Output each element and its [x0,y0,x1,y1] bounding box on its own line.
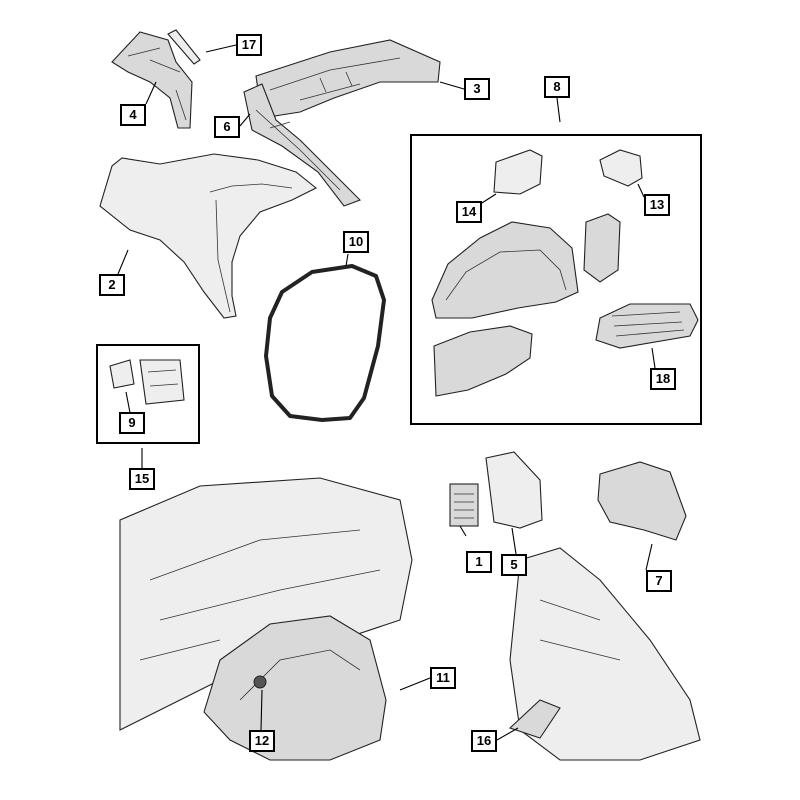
group-8-side-bracket [583,213,621,283]
part-13-clip [599,149,643,187]
callout-11[interactable]: 11 [430,667,456,689]
part-6-pillar-reinforcement [243,83,361,207]
callout-6[interactable]: 6 [214,116,240,138]
callout-15[interactable]: 15 [129,468,155,490]
part-18-reinforcement [595,303,699,349]
leader-lines [117,44,656,741]
callout-8[interactable]: 8 [544,76,570,98]
part-17-strap [167,29,201,65]
part-1-vent [449,483,479,527]
group-8-lower-panel [433,325,533,397]
callout-9[interactable]: 9 [119,412,145,434]
body-section-rear [119,477,413,731]
callout-14[interactable]: 14 [456,201,482,223]
callout-3[interactable]: 3 [464,78,490,100]
part-10-door-seal [264,264,386,422]
callout-12[interactable]: 12 [249,730,275,752]
group-8-wheelhouse-inner [431,221,579,319]
callout-13[interactable]: 13 [644,194,670,216]
callout-16[interactable]: 16 [471,730,497,752]
part-5-bracket [485,451,543,529]
part-3-roof-rail [255,39,441,119]
callout-18[interactable]: 18 [650,368,676,390]
callout-1[interactable]: 1 [466,551,492,573]
group-8-frame [410,134,702,425]
callout-4[interactable]: 4 [120,104,146,126]
part-16-pad [508,699,561,739]
callout-2[interactable]: 2 [99,274,125,296]
callout-10[interactable]: 10 [343,231,369,253]
part-4-pillar-bracket [111,31,193,129]
callout-5[interactable]: 5 [501,554,527,576]
part-7-corner-panel [597,461,687,541]
callout-7[interactable]: 7 [646,570,672,592]
part-14-bracket [493,149,543,195]
part-9-plate [109,359,185,405]
callout-17[interactable]: 17 [236,34,262,56]
part-2-quarter-panel [99,153,318,319]
part-12-clip [253,675,267,689]
group-15-frame [96,344,200,444]
